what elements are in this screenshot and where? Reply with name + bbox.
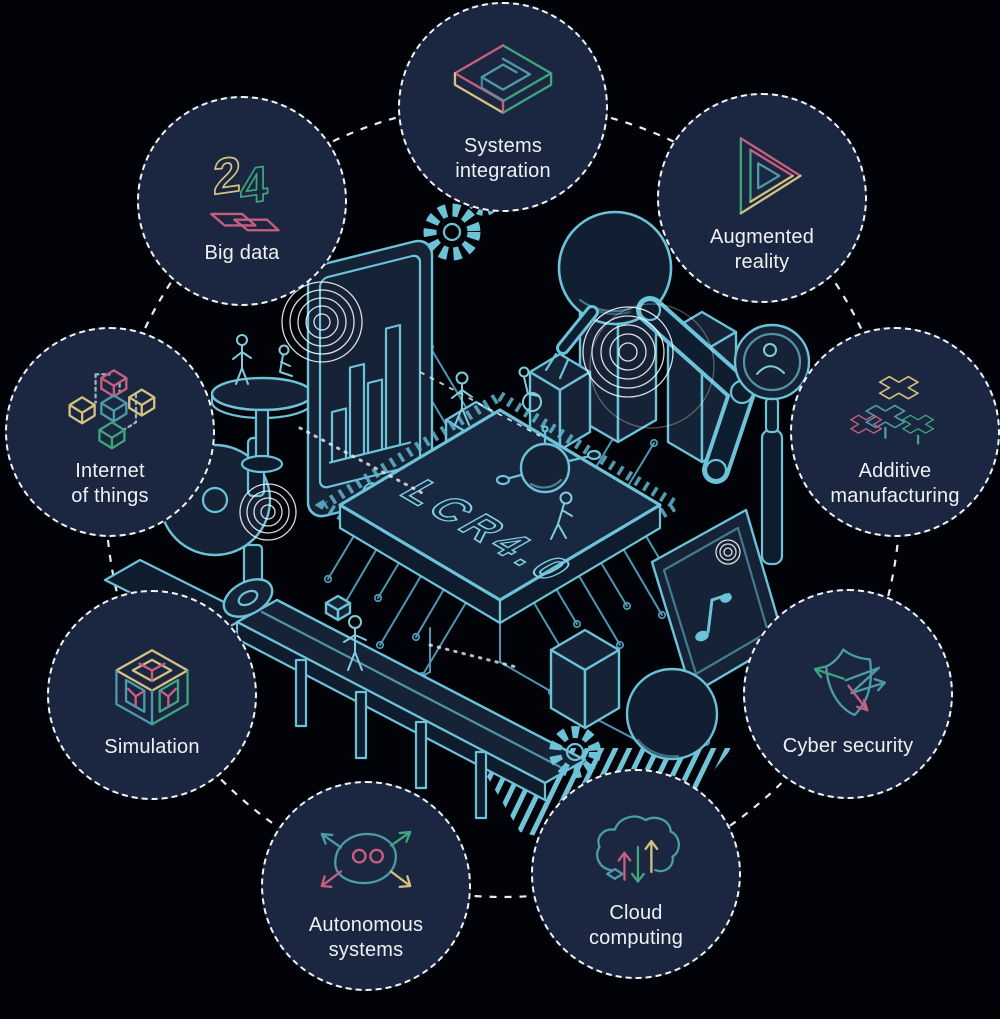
conveyor-belt (222, 578, 587, 820)
big-data-icon: 2 4 (210, 144, 280, 231)
svg-text:4: 4 (240, 155, 268, 215)
node-label: Cyber security (782, 734, 914, 757)
systems-integration-icon (453, 44, 553, 114)
person-on-belt (324, 594, 367, 671)
autonomous-systems-icon (320, 830, 412, 889)
svg-text:2: 2 (213, 145, 241, 205)
person-on-chip (550, 491, 573, 540)
node-label: Big data (204, 241, 280, 264)
media-panel (625, 508, 786, 761)
music-note-icon (695, 592, 732, 642)
signal-ripples (239, 281, 741, 565)
augmented-reality-icon (739, 137, 802, 215)
node-label: Cloud computing (588, 902, 684, 949)
node-label: Autonomous systems (308, 914, 424, 961)
node-label: Simulation (104, 735, 200, 758)
inspection-lens (733, 323, 811, 566)
node-augmented-reality: Augmented reality (657, 93, 867, 303)
node-internet-of-things: Internet of things (5, 327, 215, 537)
cloud-computing-icon (596, 815, 680, 883)
internet-of-things-icon (68, 369, 156, 450)
dotted-guides (298, 426, 522, 670)
cpu-chip: LCR4.0 (314, 390, 686, 625)
node-simulation: Simulation (47, 590, 257, 800)
simulation-icon (115, 648, 189, 725)
people-on-platform (232, 334, 293, 385)
node-cyber-security: Cyber security (743, 589, 953, 799)
node-big-data: 2 4 Big data (137, 96, 347, 306)
person-near-towers (451, 371, 473, 426)
node-autonomous-systems: Autonomous systems (261, 781, 471, 991)
node-cloud-computing: Cloud computing (531, 769, 741, 979)
chip-sphere-device (419, 371, 602, 494)
node-label: Augmented reality (709, 226, 815, 273)
cyber-security-icon (813, 647, 887, 716)
node-additive-manufacturing: Additive manufacturing (790, 327, 1000, 537)
person-in-wheelchair (518, 366, 542, 412)
robot-arm (544, 210, 756, 484)
people-figures (232, 334, 573, 671)
node-label: Additive manufacturing (830, 460, 960, 507)
node-systems-integration: Systems integration (398, 2, 608, 212)
additive-manufacturing-icon (850, 375, 935, 445)
node-label: Internet of things (71, 460, 149, 507)
node-label: Systems integration (455, 135, 551, 182)
